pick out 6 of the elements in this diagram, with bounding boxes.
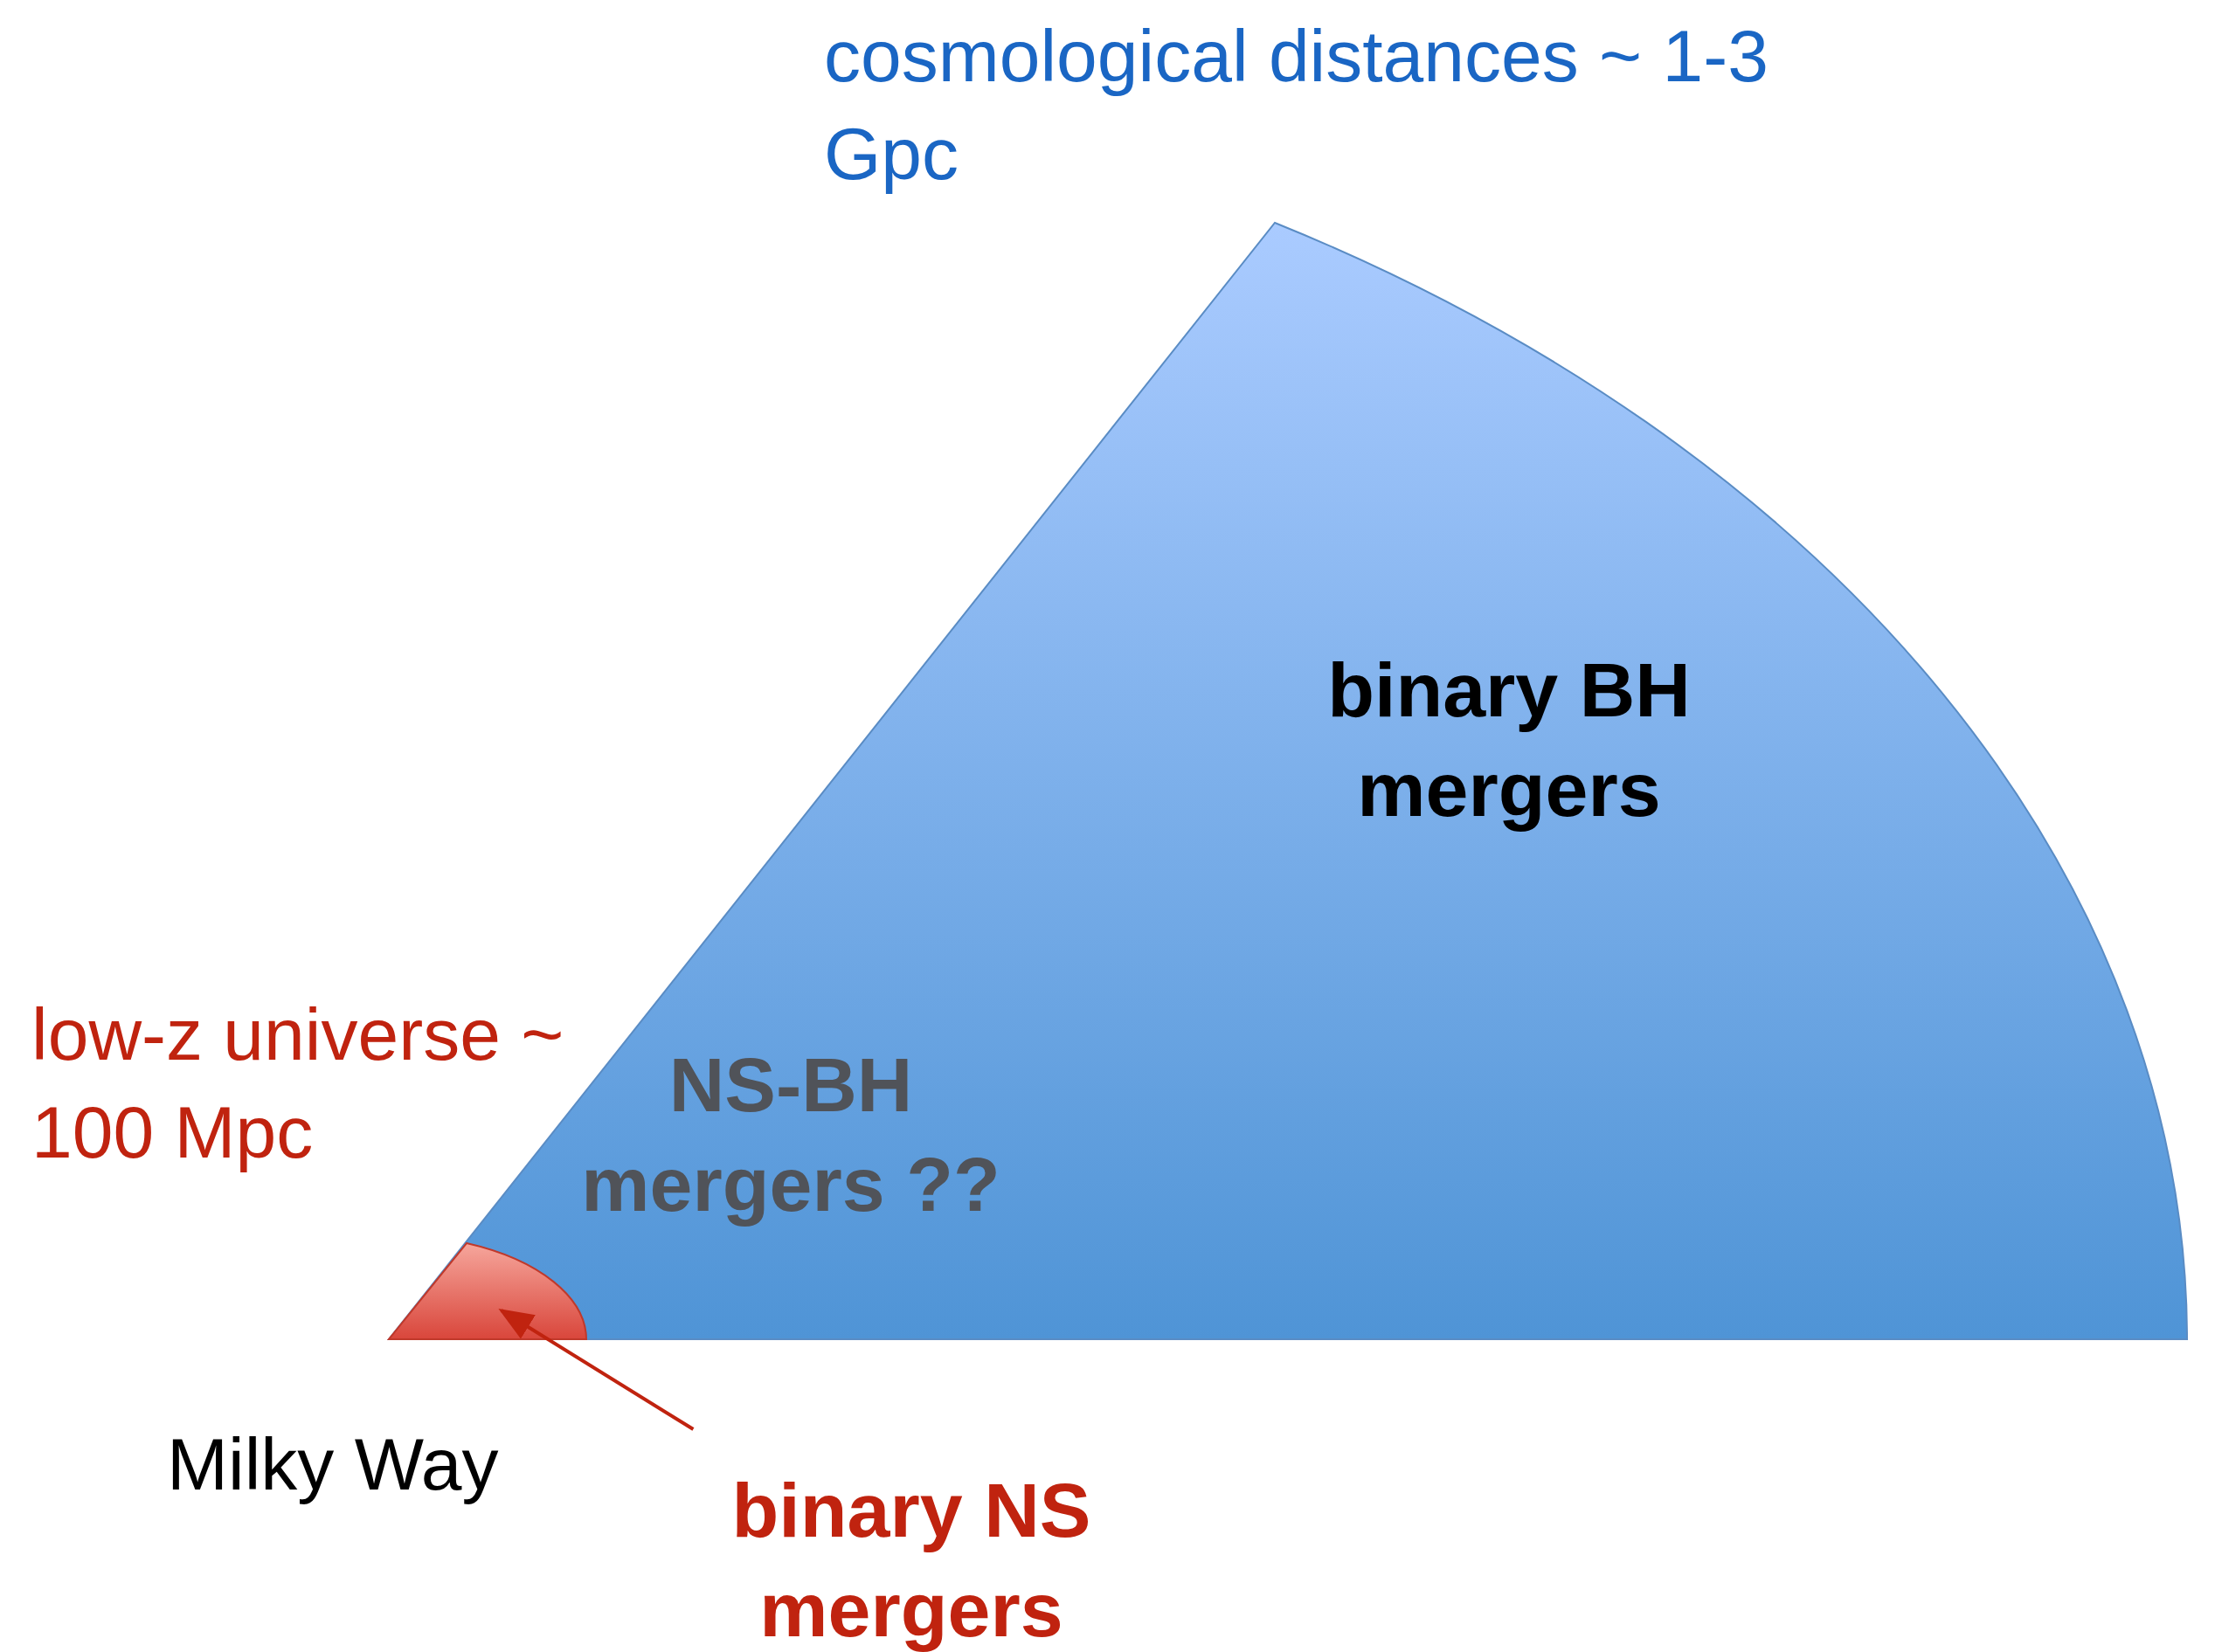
- annotation-text: low-z universe ~ 100 Mpc: [31, 992, 565, 1175]
- annotation-text: cosmological distances ~ 1-3 Gpc: [824, 14, 1769, 197]
- region-label: NS-BH mergers ??: [580, 1040, 1001, 1229]
- leader-line: [498, 1308, 695, 1431]
- annotation-text: Milky Way: [167, 1422, 500, 1507]
- region-label: binary BH mergers: [1326, 646, 1692, 834]
